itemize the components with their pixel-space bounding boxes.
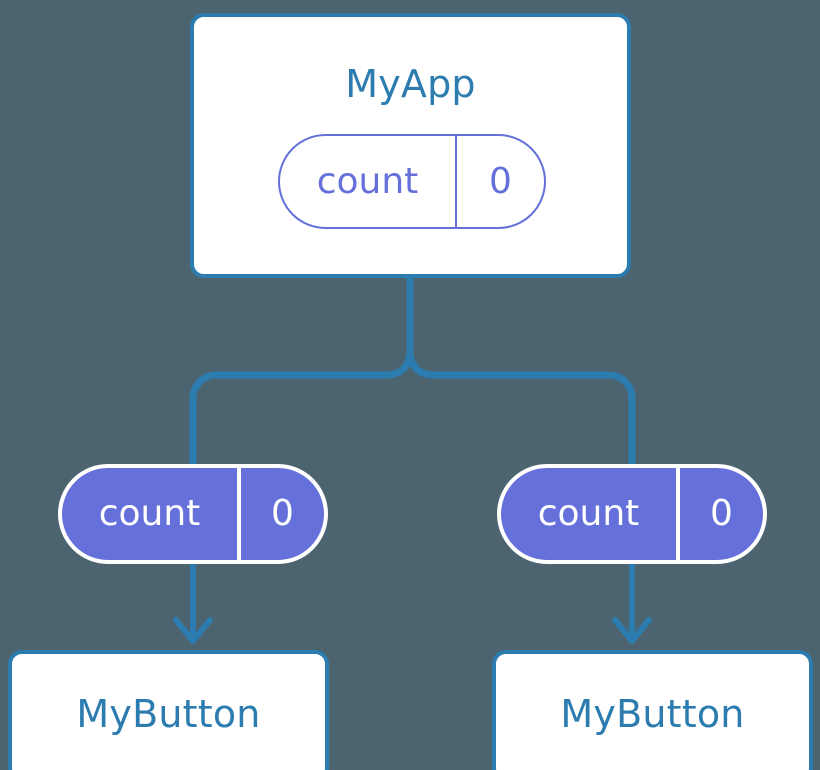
state-key-label: count: [316, 160, 419, 202]
component-node-mybutton-right[interactable]: MyButton: [492, 650, 813, 770]
state-value-label: 0: [455, 136, 544, 227]
state-key-label: count: [98, 493, 201, 534]
component-node-mybutton-left[interactable]: MyButton: [8, 650, 329, 770]
state-pill-myapp[interactable]: count 0: [278, 134, 546, 229]
state-value-label: 0: [237, 468, 324, 560]
state-value-label: 0: [676, 468, 763, 560]
arrowhead-left-icon: [173, 617, 213, 644]
component-label-mybutton: MyButton: [560, 692, 745, 736]
state-pill-child-right[interactable]: count 0: [497, 464, 767, 564]
state-key-label: count: [537, 493, 640, 534]
state-pill-child-left[interactable]: count 0: [58, 464, 328, 564]
arrowhead-right-icon: [612, 617, 652, 644]
component-label-mybutton: MyButton: [76, 692, 261, 736]
component-label-myapp: MyApp: [345, 62, 476, 106]
